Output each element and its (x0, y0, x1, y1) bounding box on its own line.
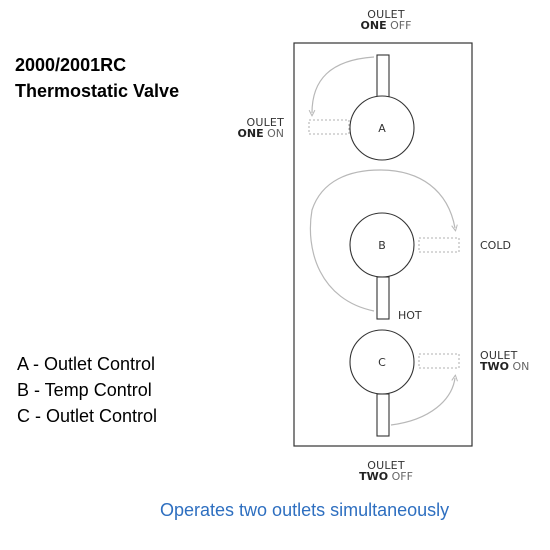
outlet-one-off-prefix: OULET (367, 8, 405, 21)
outlet-two-off-state: OFF (391, 470, 413, 483)
product-title: 2000/2001RC Thermostatic Valve (15, 52, 179, 104)
knob-b: B (349, 212, 460, 320)
outlet-two-on-name: TWO (480, 360, 509, 373)
outlet-two-on-state: ON (512, 360, 530, 373)
model-number: 2000/2001RC (15, 55, 127, 75)
knob-a-lever (376, 54, 390, 98)
control-legend: A - Outlet Control B - Temp Control C - … (17, 351, 157, 429)
legend-item-c: C - Outlet Control (17, 406, 158, 426)
outlet-one-off-state: OFF (390, 19, 412, 32)
outlet-one-off-label: OULET ONE OFF (355, 9, 417, 31)
outlet-one-rotation-arrow (312, 56, 375, 113)
outlet-one-on-state: ON (267, 127, 284, 140)
knob-c: C (349, 329, 460, 437)
outlet-two-on-prefix: OULET (480, 349, 518, 362)
outlet-two-on-label: OULET TWO ON (480, 350, 529, 372)
knob-a-letter: A (378, 122, 386, 135)
outlet-two-rotation-arrow (390, 378, 455, 426)
cold-label: COLD (480, 239, 511, 252)
knob-c-letter: C (378, 356, 386, 369)
outlet-one-on-name: ONE (237, 127, 264, 140)
knob-a-indicator (308, 119, 350, 135)
outlet-two-off-label: OULET TWO OFF (355, 460, 417, 482)
knob-b-letter: B (378, 239, 386, 252)
knob-b-lever (376, 276, 390, 320)
hot-label: HOT (398, 309, 422, 322)
legend-item-b: B - Temp Control (17, 380, 152, 400)
knob-c-indicator (418, 353, 460, 369)
knob-a-dial (349, 95, 415, 161)
knob-a: A (308, 54, 415, 161)
product-name: Thermostatic Valve (15, 81, 180, 101)
outlet-one-on-prefix: OULET (246, 116, 284, 129)
outlet-one-on-label: OULET ONE ON (222, 117, 284, 139)
outlet-two-off-prefix: OULET (367, 459, 405, 472)
outlet-two-off-name: TWO (359, 470, 389, 483)
knob-c-lever (376, 393, 390, 437)
caption: Operates two outlets simultaneously (160, 500, 450, 520)
knob-b-indicator (418, 237, 460, 253)
outlet-one-off-name: ONE (360, 19, 387, 32)
temperature-rotation-arrow (309, 169, 455, 312)
legend-item-a: A - Outlet Control (17, 354, 156, 374)
